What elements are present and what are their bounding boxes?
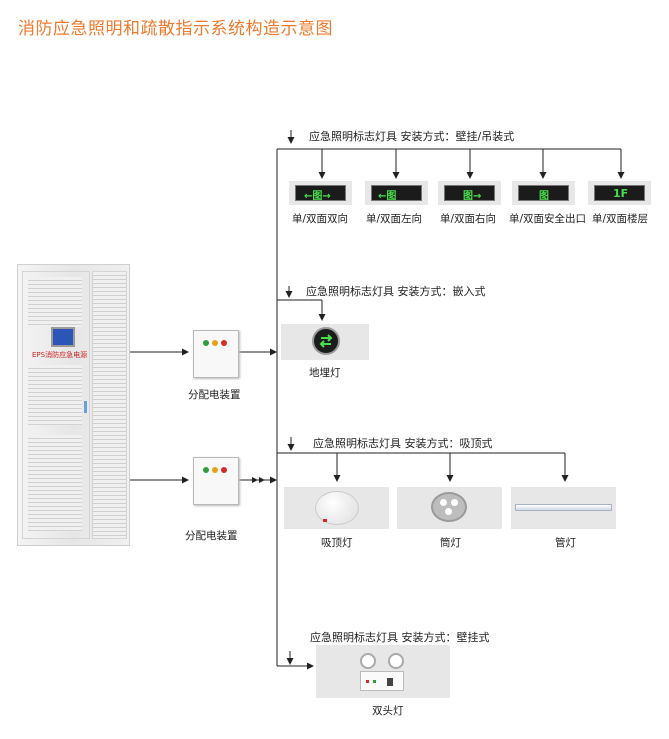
sign-left: ←图 (371, 185, 422, 202)
fixture-right-frame: 图→ (438, 181, 501, 205)
cabinet-vent-middle (28, 365, 82, 425)
caption-left: 单/双面左向 (366, 213, 423, 225)
fixture-inground-frame (281, 324, 369, 360)
cabinet-vent-bottom (28, 435, 82, 531)
tube-light-icon (515, 504, 612, 511)
sign-right: 图→ (444, 185, 495, 202)
caption-bidirectional: 单/双面双向 (292, 213, 349, 225)
cabinet-handle (84, 401, 87, 413)
cabinet-vent-top (28, 277, 82, 327)
cabinet-display (51, 327, 75, 347)
caption-ceiling: 吸顶灯 (321, 537, 353, 549)
branch-1-heading: 应急照明标志灯具 安装方式：壁挂/吊装式 (309, 130, 515, 143)
caption-downlight: 筒灯 (440, 537, 461, 549)
fixture-tube-frame (511, 487, 616, 529)
distribution-box-2 (193, 457, 239, 505)
fixture-downlight-frame (397, 487, 502, 529)
caption-inground: 地埋灯 (309, 367, 341, 379)
caption-floor: 单/双面楼层 (592, 213, 649, 225)
downlight-icon (431, 492, 467, 522)
ceiling-light-icon (315, 491, 359, 525)
diagram-title: 消防应急照明和疏散指示系统构造示意图 (18, 19, 333, 39)
caption-exit: 单/双面安全出口 (509, 213, 587, 225)
cabinet-vent-panel (92, 271, 127, 539)
fixture-bidirectional-frame: ←图→ (289, 181, 352, 205)
distribution-box-2-label: 分配电装置 (185, 530, 238, 542)
fixture-floor-frame: 1F (588, 181, 651, 205)
caption-tube: 管灯 (555, 537, 576, 549)
sign-exit: 图 (518, 185, 569, 202)
sign-floor: 1F (594, 185, 645, 201)
distribution-box-1 (193, 330, 239, 378)
fixture-left-frame: ←图 (365, 181, 428, 205)
cabinet-door-left (22, 271, 90, 539)
cabinet-label: EPS消防应急电源 (32, 351, 88, 359)
twin-head-lamp-left (360, 653, 376, 669)
eps-cabinet: EPS消防应急电源 (17, 264, 130, 546)
branch-2-heading: 应急照明标志灯具 安装方式：嵌入式 (306, 285, 486, 298)
distribution-box-1-label: 分配电装置 (188, 389, 241, 401)
branch-4-heading: 应急照明标志灯具 安装方式：壁挂式 (310, 631, 490, 644)
twin-head-body (360, 671, 404, 691)
branch-3-heading: 应急照明标志灯具 安装方式：吸顶式 (313, 437, 493, 450)
fixture-exit-frame: 图 (512, 181, 575, 205)
caption-right: 单/双面右向 (440, 213, 497, 225)
fixture-ceiling-frame (284, 487, 389, 529)
inground-light-icon (312, 327, 340, 355)
fixture-twin-head-frame (316, 645, 450, 698)
twin-head-lamp-right (388, 653, 404, 669)
sign-bidirectional: ←图→ (295, 185, 346, 202)
caption-twin-head: 双头灯 (372, 705, 404, 717)
